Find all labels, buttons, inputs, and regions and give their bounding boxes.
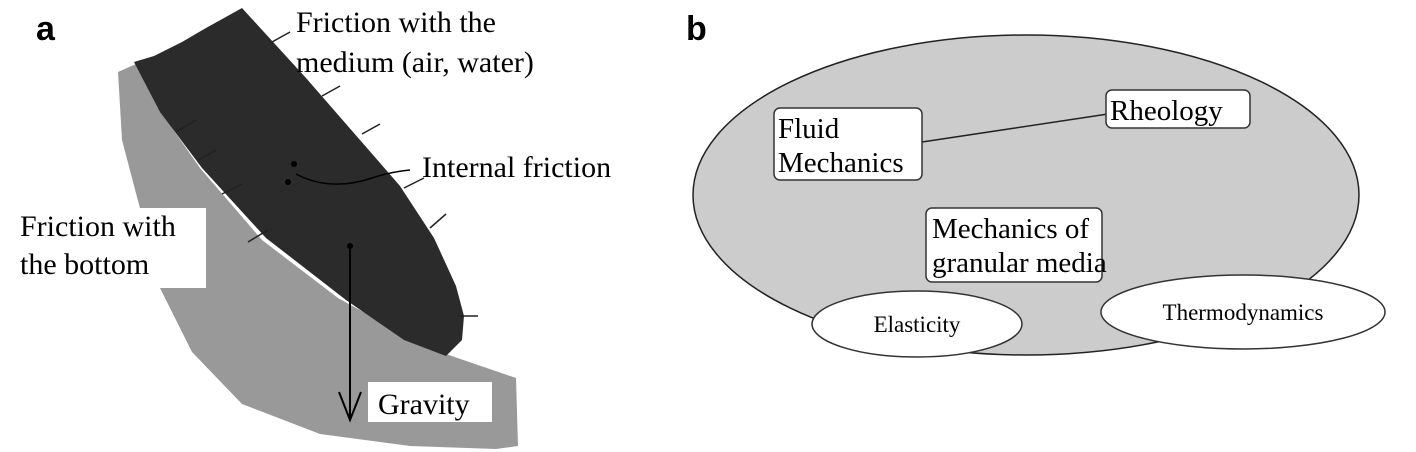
elasticity-ellipse [811, 290, 1023, 358]
granular-media-label: Mechanics of granular media [932, 213, 1107, 279]
granular-media-line-2: granular media [932, 247, 1107, 279]
panel-b: b Fluid Mechanics Rheology Mechanics of … [686, 10, 1386, 358]
bottom-friction-ticks [175, 119, 269, 243]
panel-a: a Friction with t [16, 6, 611, 449]
fluid-mechanics-label: Fluid Mechanics [778, 113, 904, 179]
internal-friction-label: Internal friction [422, 151, 611, 184]
panel-b-letter: b [686, 10, 707, 48]
fluid-mechanics-line-1: Fluid [778, 113, 840, 145]
medium-friction-label: Friction with the medium (air, water) [296, 6, 534, 79]
medium-friction-line-2: medium (air, water) [296, 46, 534, 79]
fluid-mechanics-box [773, 107, 923, 181]
flow-body [134, 8, 464, 356]
granular-media-line-1: Mechanics of [932, 213, 1089, 245]
medium-friction-ticks [271, 31, 478, 317]
gravity-label-bg [368, 382, 492, 422]
thermodynamics-label: Thermodynamics [1163, 300, 1324, 325]
rheology-box [1105, 89, 1251, 129]
medium-friction-line-1: Friction with the [296, 6, 496, 39]
gravity-arrow-head [338, 391, 362, 423]
bottom-friction-line-2: the bottom [20, 248, 149, 281]
gravity-label: Gravity [378, 388, 470, 421]
bottom-friction-label: Friction with the bottom [20, 210, 183, 281]
fluid-mechanics-line-2: Mechanics [778, 147, 904, 179]
internal-particle-1 [291, 161, 297, 167]
granular-media-box [925, 207, 1103, 283]
panel-a-letter: a [36, 10, 56, 48]
thermodynamics-ellipse [1100, 274, 1386, 350]
bottom-friction-line-1: Friction with [20, 210, 176, 243]
rheology-label: Rheology [1110, 95, 1223, 127]
internal-friction-leader [295, 169, 411, 185]
elasticity-label: Elasticity [874, 312, 961, 337]
bottom-friction-label-bg [16, 208, 206, 288]
fluid-rheology-connector [921, 113, 1109, 143]
internal-particle-2 [285, 179, 291, 185]
bottom-bed [118, 64, 518, 449]
